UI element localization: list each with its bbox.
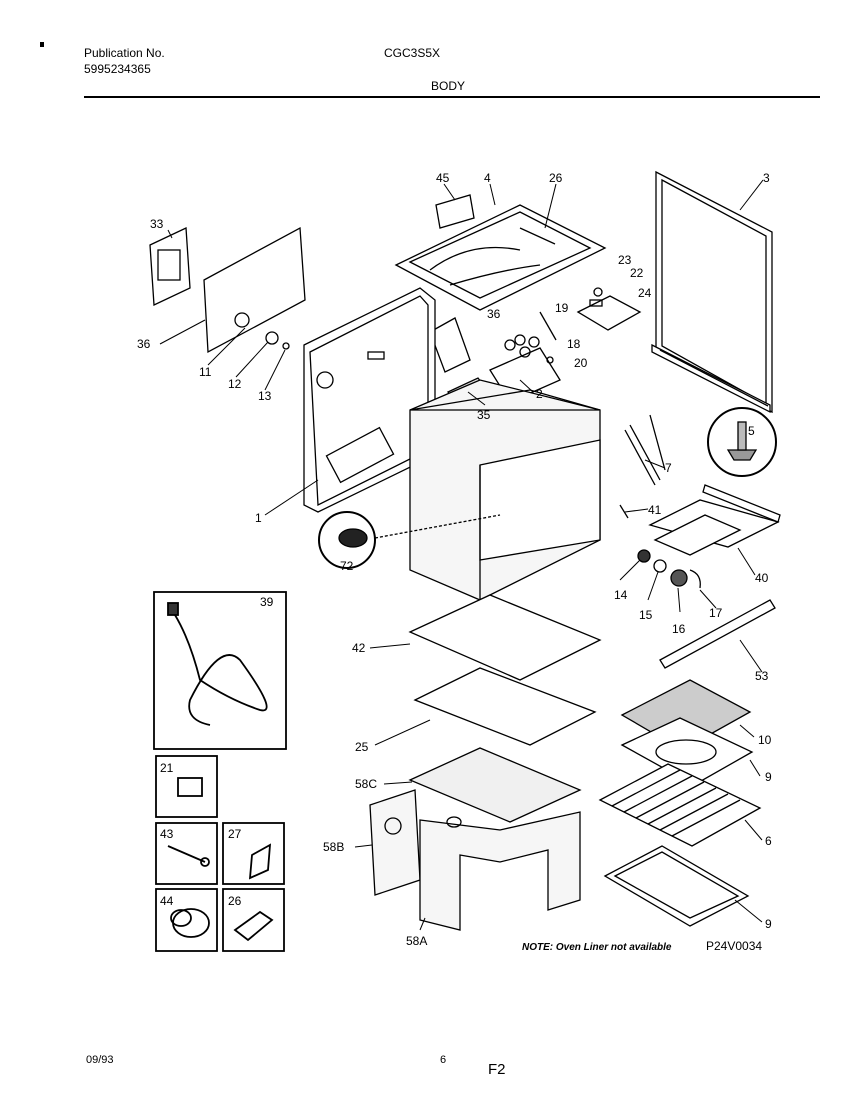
part-label-25: 25 xyxy=(355,740,369,754)
part-label-1: 1 xyxy=(255,511,262,525)
part-label-42: 42 xyxy=(352,641,366,655)
part-label-11: 11 xyxy=(199,365,212,379)
part-label-18: 18 xyxy=(567,337,581,351)
part-label-20: 20 xyxy=(574,356,588,370)
top-plate-drawing xyxy=(394,194,607,311)
part-label-9: 9 xyxy=(765,770,772,784)
part-label-15: 15 xyxy=(639,608,653,622)
trim-strip-drawing xyxy=(659,599,776,669)
part-label-45: 45 xyxy=(436,171,450,185)
inset-boxes xyxy=(153,591,287,952)
part-label-6: 6 xyxy=(765,834,772,848)
part-label-21: 21 xyxy=(160,761,174,775)
part-label-33: 33 xyxy=(150,217,164,231)
part-label-36-rear: 36 xyxy=(137,337,151,351)
part-label-35: 35 xyxy=(477,408,491,422)
racks-and-pans-drawing xyxy=(598,679,762,927)
publication-label: Publication No. xyxy=(84,46,165,60)
part-label-41: 41 xyxy=(648,503,662,517)
part-label-22: 22 xyxy=(630,266,644,280)
part-label-72: 72 xyxy=(340,559,354,573)
part-label-43: 43 xyxy=(160,827,174,841)
part-label-58c: 58C xyxy=(355,777,377,791)
part-label-2: 2 xyxy=(536,387,543,401)
part-label-26: 26 xyxy=(549,171,563,185)
footer-code: F2 xyxy=(488,1061,506,1078)
part-label-16: 16 xyxy=(672,622,686,636)
part-label-23: 23 xyxy=(618,253,632,267)
knobs-drawing xyxy=(637,549,701,589)
insulation-drawing xyxy=(369,747,582,931)
header-rule xyxy=(84,96,820,98)
part-label-19: 19 xyxy=(555,301,569,315)
part-label-58b: 58B xyxy=(323,840,344,854)
part-label-53: 53 xyxy=(755,669,769,683)
oven-liner-note: NOTE: Oven Liner not available xyxy=(522,942,672,953)
part-label-7: 7 xyxy=(665,461,672,475)
diagram-code: P24V0034 xyxy=(706,939,762,953)
part-label-4: 4 xyxy=(484,171,491,185)
side-panel-drawing xyxy=(303,287,436,513)
leveling-leg-drawing xyxy=(707,407,777,477)
control-bracket-drawing xyxy=(576,287,642,331)
corner-mark xyxy=(40,42,44,47)
part-label-12: 12 xyxy=(228,377,242,391)
part-label-14: 14 xyxy=(614,588,628,602)
part-label-36: 36 xyxy=(487,307,501,321)
part-label-44: 44 xyxy=(160,894,174,908)
part-label-9-lower: 9 xyxy=(765,917,772,931)
part-label-26-inset: 26 xyxy=(228,894,242,908)
cabinet-body-drawing xyxy=(318,379,601,610)
part-label-40: 40 xyxy=(755,571,769,585)
part-label-58a: 58A xyxy=(406,934,427,948)
part-label-39: 39 xyxy=(260,595,274,609)
part-label-17: 17 xyxy=(709,606,723,620)
section-title: BODY xyxy=(431,79,466,93)
model-number: CGC3S5X xyxy=(384,46,441,60)
footer-page: 6 xyxy=(440,1054,447,1066)
footer-date: 09/93 xyxy=(86,1054,114,1066)
brackets-drawing xyxy=(619,414,781,556)
rear-panel-drawing xyxy=(149,226,306,354)
part-label-24: 24 xyxy=(638,286,652,300)
part-label-5: 5 xyxy=(748,424,755,438)
oven-bottom-drawing xyxy=(408,594,602,746)
part-label-3: 3 xyxy=(763,171,770,185)
publication-number: 5995234365 xyxy=(84,62,151,76)
leader-lines xyxy=(159,179,764,931)
part-label-27: 27 xyxy=(228,827,242,841)
part-label-13: 13 xyxy=(258,389,272,403)
part-label-10: 10 xyxy=(758,733,772,747)
back-panel-drawing xyxy=(651,170,773,414)
